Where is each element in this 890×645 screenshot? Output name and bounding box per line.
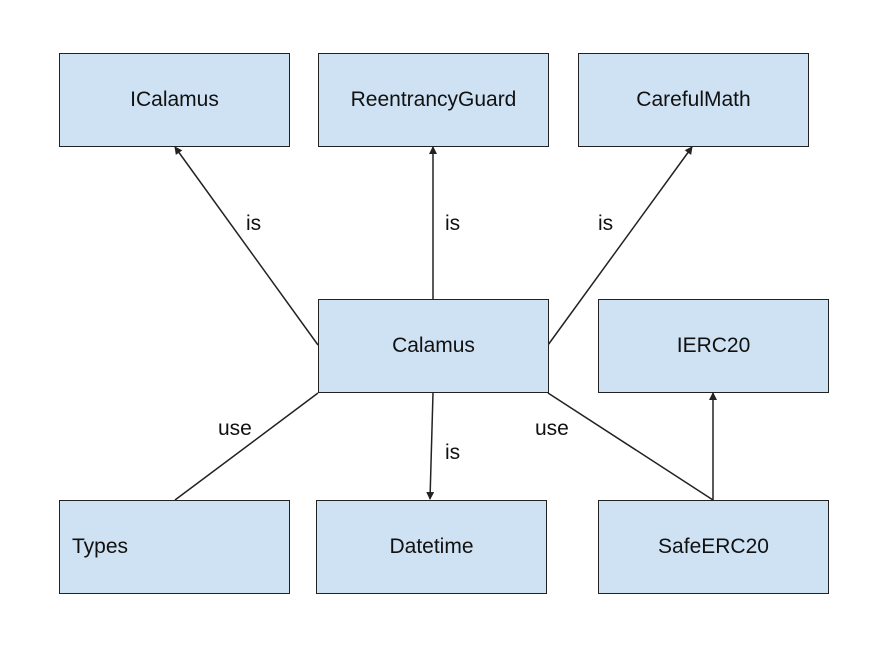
edge-label-calamus-types: use — [218, 417, 252, 440]
edge-calamus-carefulmath — [547, 146, 693, 346]
node-carefulmath-label: CarefulMath — [636, 88, 751, 111]
edge-calamus-datetime — [426, 392, 435, 500]
node-ierc20-label: IERC20 — [676, 334, 751, 357]
node-calamus[interactable]: Calamus — [318, 299, 549, 393]
edge-label-calamus-datetime: is — [445, 441, 461, 464]
node-datetime[interactable]: Datetime — [316, 500, 547, 594]
edge-label-calamus-safeerc20: use — [535, 417, 569, 440]
edge-label-calamus-reentrancyguard: is — [445, 212, 461, 235]
node-icalamus[interactable]: ICalamus — [59, 53, 290, 147]
edge-label-calamus-carefulmath: is — [598, 212, 614, 235]
node-calamus-label: Calamus — [392, 334, 475, 357]
node-icalamus-label: ICalamus — [130, 88, 219, 111]
node-datetime-label: Datetime — [389, 535, 474, 558]
node-safeerc20[interactable]: SafeERC20 — [598, 500, 829, 594]
node-types[interactable]: Types — [59, 500, 290, 594]
edge-calamus-icalamus — [174, 146, 319, 346]
node-ierc20[interactable]: IERC20 — [598, 299, 829, 393]
node-carefulmath[interactable]: CarefulMath — [578, 53, 809, 147]
edge-label-calamus-icalamus: is — [246, 212, 262, 235]
node-safeerc20-label: SafeERC20 — [658, 535, 769, 558]
edge-calamus-safeerc20 — [547, 392, 714, 501]
node-reentrancyguard[interactable]: ReentrancyGuard — [318, 53, 549, 147]
edge-calamus-types — [174, 392, 319, 501]
node-types-label: Types — [72, 535, 129, 558]
node-reentrancyguard-label: ReentrancyGuard — [350, 88, 517, 111]
